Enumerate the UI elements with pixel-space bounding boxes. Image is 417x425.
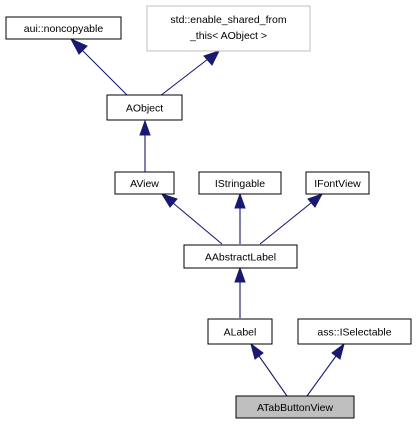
edge-aobject-to-shared <box>159 50 220 97</box>
node-label: aui::noncopyable <box>24 23 104 35</box>
node-atabbuttonview[interactable]: ATabButtonView <box>235 395 355 419</box>
edge-aview-to-aobject <box>139 119 151 172</box>
edge-alabel-to-aabstractlabel <box>234 266 246 318</box>
node-label: IStringable <box>215 178 265 190</box>
node-label: AView <box>130 178 159 190</box>
edge-aabstractlabel-to-ifontview <box>259 193 324 245</box>
node-aview[interactable]: AView <box>114 171 175 195</box>
inheritance-edges <box>69 37 345 397</box>
edge-atabbuttonview-to-alabel <box>250 342 288 397</box>
node-istringable[interactable]: IStringable <box>198 171 282 195</box>
edge-aabstractlabel-to-istringable <box>234 192 246 244</box>
node-alabel[interactable]: ALabel <box>207 318 273 345</box>
node-label: ass::ISelectable <box>317 327 391 339</box>
node-label: AObject <box>126 103 163 115</box>
class-nodes: aui::noncopyable std::enable_shared_from… <box>5 5 412 419</box>
node-aobject[interactable]: AObject <box>106 94 183 121</box>
node-label: IFontView <box>314 178 361 190</box>
edge-aobject-to-noncopyable <box>69 37 129 97</box>
node-enable-shared-from-this[interactable]: std::enable_shared_from _this< AObject > <box>146 5 311 52</box>
node-ifontview[interactable]: IFontView <box>305 171 370 195</box>
node-label: AAbstractLabel <box>205 252 276 264</box>
node-ass-iselectable[interactable]: ass::ISelectable <box>297 318 412 345</box>
node-label-line2: _this< AObject > <box>189 30 267 42</box>
node-aabstractlabel[interactable]: AAbstractLabel <box>183 244 298 269</box>
edge-atabbuttonview-to-iselectable <box>306 342 345 397</box>
node-label: ALabel <box>224 327 257 339</box>
edge-aabstractlabel-to-aview <box>160 193 223 245</box>
node-label-line1: std::enable_shared_from <box>170 14 286 26</box>
node-label: ATabButtonView <box>257 402 333 414</box>
node-aui-noncopyable[interactable]: aui::noncopyable <box>5 16 122 40</box>
